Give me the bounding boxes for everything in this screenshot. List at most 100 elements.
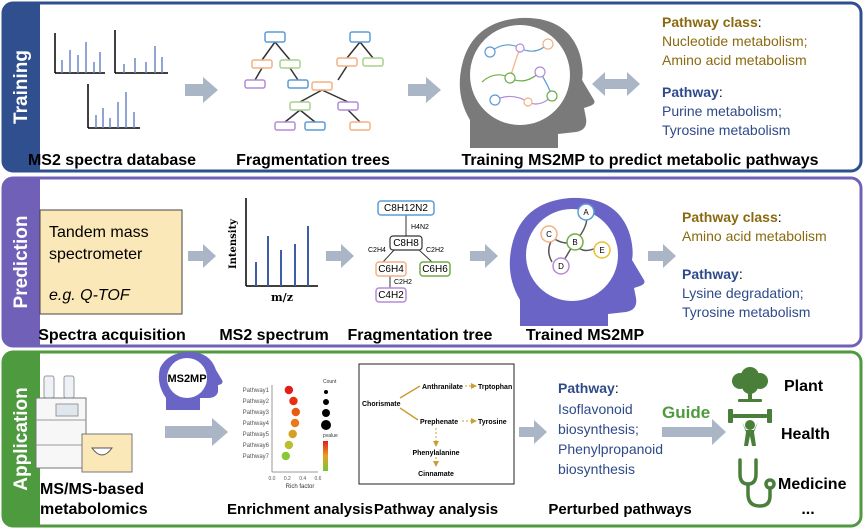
tandem-line-3: e.g. Q-TOF <box>49 287 131 304</box>
caption-training-model: Training MS2MP to predict metabolic path… <box>461 152 818 169</box>
pathway-node-anthranilate: Anthranilate <box>422 384 463 391</box>
application-label: Application <box>11 387 32 490</box>
arrow-training-1 <box>185 77 218 103</box>
enrichment-bubble <box>284 440 294 450</box>
enrichment-pathway-label: Pathway3 <box>243 410 270 416</box>
enrichment-pathway-label: Pathway4 <box>243 421 270 427</box>
pathway-node-prephenate: Prephenate <box>420 419 458 426</box>
trained-node-a: A <box>583 208 589 217</box>
pathway-node-cinnamate: Cinnamate <box>418 471 454 478</box>
prediction-pathway-value-2: Tyrosine metabolism <box>682 304 810 320</box>
caption-fragmentation-trees: Fragmentation trees <box>236 152 390 169</box>
guide-label: Guide <box>662 403 710 422</box>
tree-edge-1: H4N2 <box>411 224 429 231</box>
enrichment-bubble <box>288 429 297 439</box>
caption-enrichment-analysis: Enrichment analysis <box>227 501 373 518</box>
tandem-line-2: spectrometer <box>49 246 143 263</box>
outcome-ellipsis: ... <box>801 501 814 518</box>
enrichment-xtick: 0.0 <box>269 476 276 482</box>
training-pathway-label: Pathway <box>662 84 719 100</box>
trained-nodes: A B C D E <box>540 203 611 275</box>
arrow-guide <box>662 419 726 445</box>
double-arrow-training <box>592 72 640 96</box>
count-legend-label: Count <box>323 379 337 385</box>
tree-node-1: C8H12N2 <box>384 203 428 214</box>
trained-node-e: E <box>599 246 604 255</box>
enrichment-bubble <box>290 418 300 428</box>
application-pathway-value-3: Phenylpropanoid <box>558 441 663 457</box>
prediction-pathway: Pathway: <box>682 266 743 282</box>
tree-edge-3: C2H2 <box>426 247 444 254</box>
tree-node-4: C6H6 <box>422 264 448 275</box>
tandem-line-1: Tandem mass <box>49 224 149 241</box>
caption-ms2-spectrum: MS2 spectrum <box>219 327 328 344</box>
training-pathway: Pathway: <box>662 84 723 100</box>
pathway-node-tyrosine: Tyrosine <box>478 419 507 426</box>
arrow-application-1 <box>165 418 228 446</box>
stethoscope-icon <box>738 458 776 508</box>
training-pathway-class-value-1: Nucleotide metabolism; <box>662 33 808 49</box>
training-pathway-class-label: Pathway class <box>662 14 758 30</box>
training-panel: Training MS2 spectra database <box>1 1 863 173</box>
enrichment-pathway-label: Pathway6 <box>243 443 270 449</box>
enrichment-xlabel: Rich factor <box>286 484 315 490</box>
training-pathway-class: Pathway class: <box>662 14 762 30</box>
enrichment-bubble <box>291 407 300 417</box>
outcome-plant: Plant <box>784 378 824 395</box>
prediction-label: Prediction <box>11 216 32 309</box>
enrichment-bubble <box>284 385 294 395</box>
prediction-pathway-value-1: Lysine degradation; <box>682 285 804 301</box>
spectrum-ylabel: Intensity <box>228 218 239 269</box>
spectrum-xlabel: m/z <box>271 291 293 304</box>
arrow-prediction-1 <box>188 244 216 268</box>
ms2mp-badge: MS2MP <box>167 373 206 385</box>
arrow-prediction-3 <box>470 244 498 268</box>
training-pathway-value-2: Tyrosine metabolism <box>662 122 790 138</box>
caption-metabolomics-2: metabolomics <box>40 501 148 518</box>
tree-edge-4: C2H2 <box>394 279 412 286</box>
spectra-database-icon <box>54 30 168 129</box>
trained-node-d: D <box>558 262 564 271</box>
pvalue-legend-label: pvalue <box>323 433 338 439</box>
trained-node-c: C <box>546 230 552 239</box>
training-label: Training <box>11 50 32 124</box>
training-pathway-value-1: Purine metabolism; <box>662 103 782 119</box>
caption-trained-model: Trained MS2MP <box>526 327 645 344</box>
caption-spectra-database: MS2 spectra database <box>28 152 196 169</box>
outcome-health: Health <box>781 426 830 443</box>
enrichment-xtick: 0.2 <box>284 476 291 482</box>
prediction-pathway-class: Pathway class: <box>682 209 782 225</box>
caption-perturbed-pathways: Perturbed pathways <box>548 501 691 518</box>
caption-pathway-analysis: Pathway analysis <box>374 501 498 518</box>
application-panel: Application MS/MS-based metabolomics MS2… <box>1 350 863 528</box>
arrow-prediction-4 <box>648 244 676 268</box>
training-label-bar <box>3 3 40 171</box>
plant-icon <box>732 367 768 402</box>
prediction-pathway-class-value-1: Amino acid metabolism <box>682 228 827 244</box>
fragmentation-tree-diagram: C8H12N2 H4N2 C8H8 C2H4 C2H2 C6H4 C6H6 C2… <box>368 200 451 303</box>
application-label-bar <box>3 352 40 526</box>
pathway-node-phenylalanine: Phenylalanine <box>412 450 459 457</box>
prediction-panel: Prediction Tandem mass spectrometer e.g.… <box>1 176 863 348</box>
enrichment-bubble <box>281 451 290 461</box>
count-legend <box>321 390 331 430</box>
trained-node-b: B <box>572 238 577 247</box>
tree-edge-2: C2H4 <box>368 247 386 254</box>
pathway-node-trptophan: Trptophan <box>478 384 512 391</box>
ms2-spectrum-plot <box>245 198 318 287</box>
caption-metabolomics-1: MS/MS-based <box>40 481 144 498</box>
training-brain-area <box>470 25 570 125</box>
ms2mp-mini-head: MS2MP <box>158 352 223 410</box>
enrichment-pathway-label: Pathway1 <box>243 388 270 394</box>
tree-node-5: C4H2 <box>378 290 404 301</box>
tandem-mass-box <box>39 209 183 315</box>
application-pathway: Pathway: <box>558 380 619 396</box>
enrichment-pathway-label: Pathway5 <box>243 432 270 438</box>
application-pathway-label: Pathway <box>558 380 615 396</box>
outcome-medicine: Medicine <box>778 476 847 493</box>
enrichment-bubble-chart: Pathway1Pathway2Pathway3Pathway4Pathway5… <box>243 385 322 482</box>
arrow-application-2 <box>519 420 547 444</box>
training-pathway-class-value-2: Amino acid metabolism <box>662 52 807 68</box>
caption-fragmentation-tree: Fragmentation tree <box>348 327 493 344</box>
pvalue-colorbar <box>323 441 328 471</box>
